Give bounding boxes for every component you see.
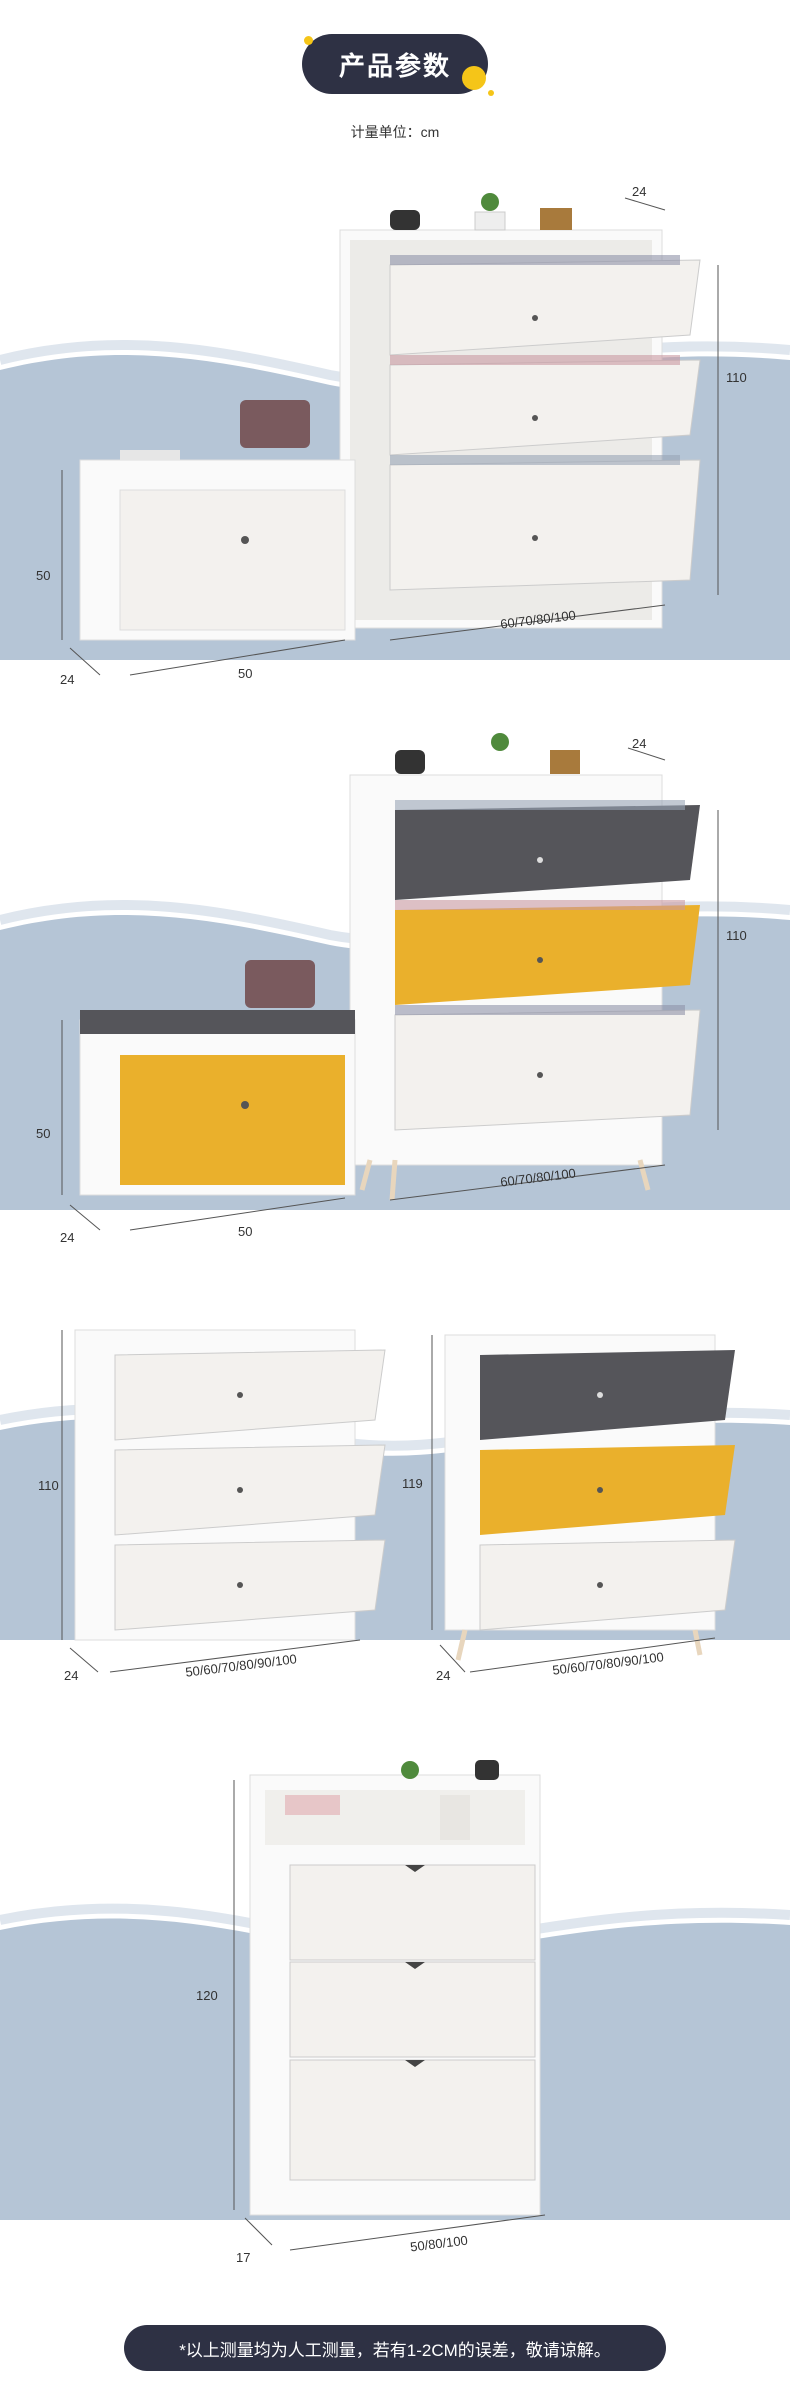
scene-2-illustration <box>0 733 790 1231</box>
scene-1-illustration <box>0 193 790 676</box>
dim-small-height: 50 <box>36 1126 51 1141</box>
accent-dot <box>304 36 313 45</box>
dim-depth: 17 <box>236 2250 251 2265</box>
dim-top-depth: 24 <box>632 184 647 199</box>
page-title-text: 产品参数 <box>338 50 451 81</box>
footer-note-text: *以上测量均为人工测量，若有1-2CM的误差，敬请谅解。 <box>179 2340 611 2360</box>
footer-note: *以上测量均为人工测量，若有1-2CM的误差，敬请谅解。 <box>124 2325 666 2371</box>
dim-left-height: 110 <box>38 1478 59 1493</box>
dim-small-width: 50 <box>238 1224 253 1239</box>
scene-4: 120 17 50/80/100 <box>0 1740 790 2265</box>
dim-right-height: 110 <box>726 370 747 385</box>
dim-right-height: 110 <box>726 928 747 943</box>
scene-2: 24 110 50 24 50 60/70/80/100 <box>0 720 790 1260</box>
scene-3-illustration <box>0 1329 790 1673</box>
dim-small-depth: 24 <box>60 1230 75 1245</box>
scene-4-illustration <box>0 1760 790 2251</box>
dim-right-depth: 24 <box>436 1668 451 1683</box>
unit-label: 计量单位：cm <box>350 124 440 140</box>
scene-1: 24 110 50 24 50 60/70/80/100 <box>0 170 790 700</box>
dim-height: 120 <box>196 1988 218 2003</box>
dim-small-height: 50 <box>36 568 51 583</box>
scene-3: 110 24 50/60/70/80/90/100 119 24 50/60/7… <box>0 1300 790 1720</box>
dim-small-width: 50 <box>238 666 253 681</box>
accent-dot <box>488 90 494 96</box>
page-title: 产品参数 <box>302 34 488 94</box>
dim-top-depth: 24 <box>632 736 647 751</box>
dim-right-height: 119 <box>402 1476 423 1491</box>
accent-dot <box>462 66 486 90</box>
dim-small-depth: 24 <box>60 672 75 687</box>
dim-left-depth: 24 <box>64 1668 79 1683</box>
